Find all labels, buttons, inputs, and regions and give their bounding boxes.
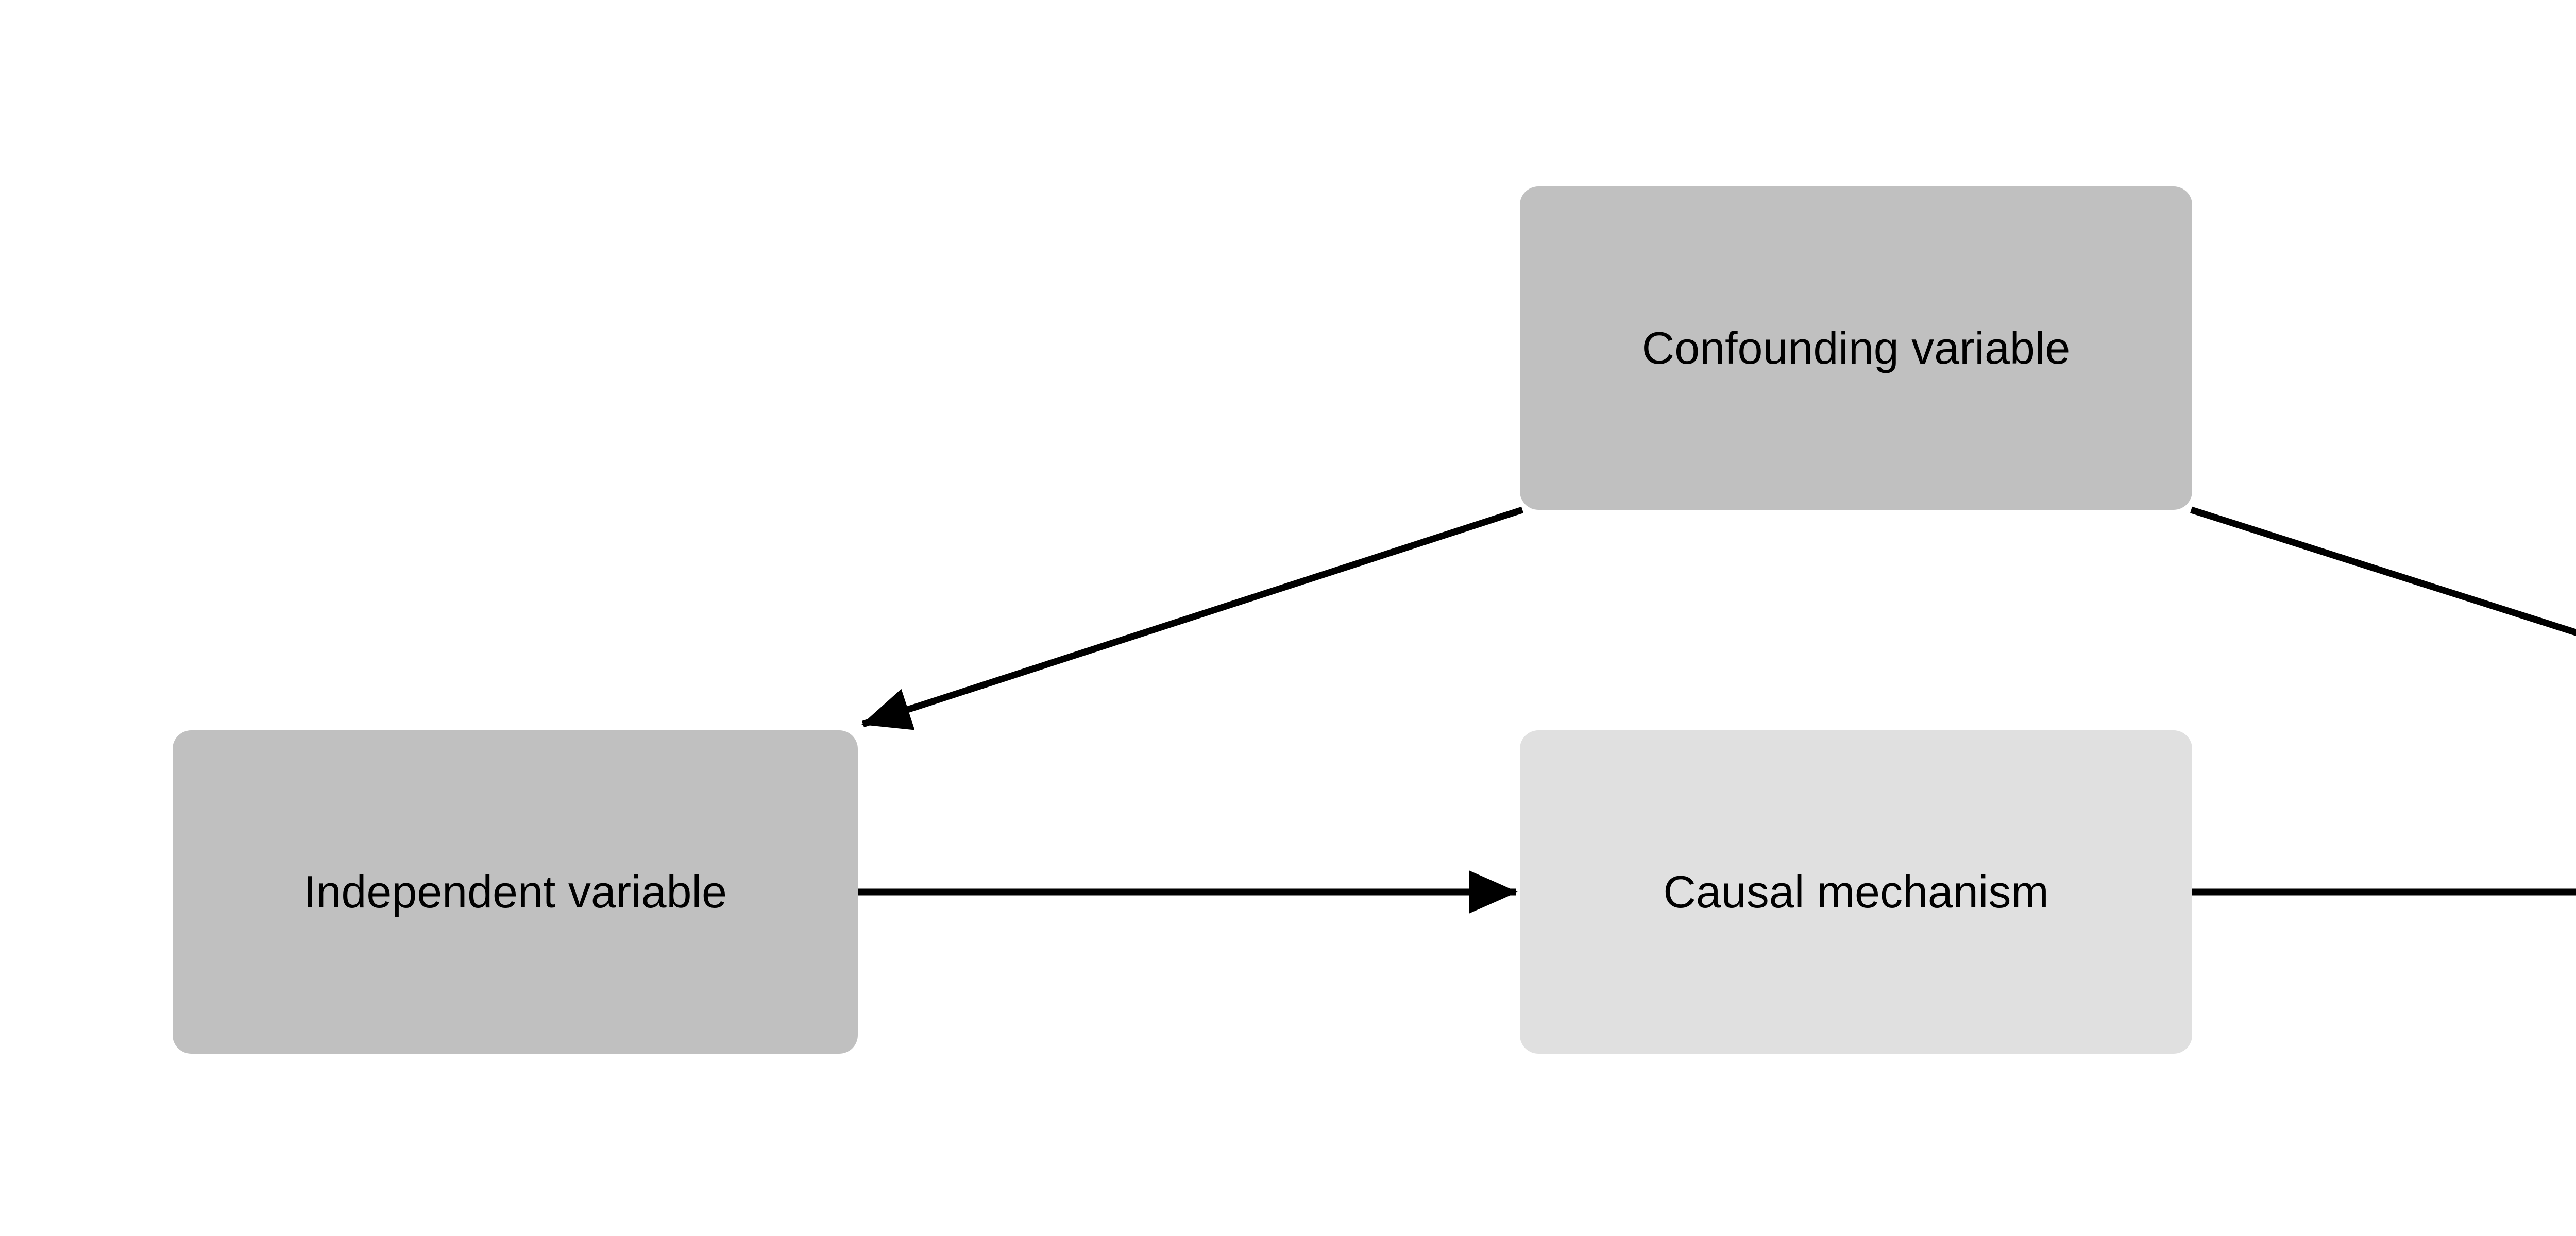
node-independent-variable-label: Independent variable [303,866,727,917]
edge-confounding-to-independent [861,506,1524,730]
node-independent-variable: Independent variable [173,730,858,1054]
edge-confounding-to-dependent [2190,506,2576,636]
node-confounding-variable-label: Confounding variable [1641,322,2071,373]
node-confounding-variable: Confounding variable [1520,186,2192,510]
node-causal-mechanism: Causal mechanism [1520,730,2192,1054]
node-causal-mechanism-label: Causal mechanism [1663,866,2049,917]
